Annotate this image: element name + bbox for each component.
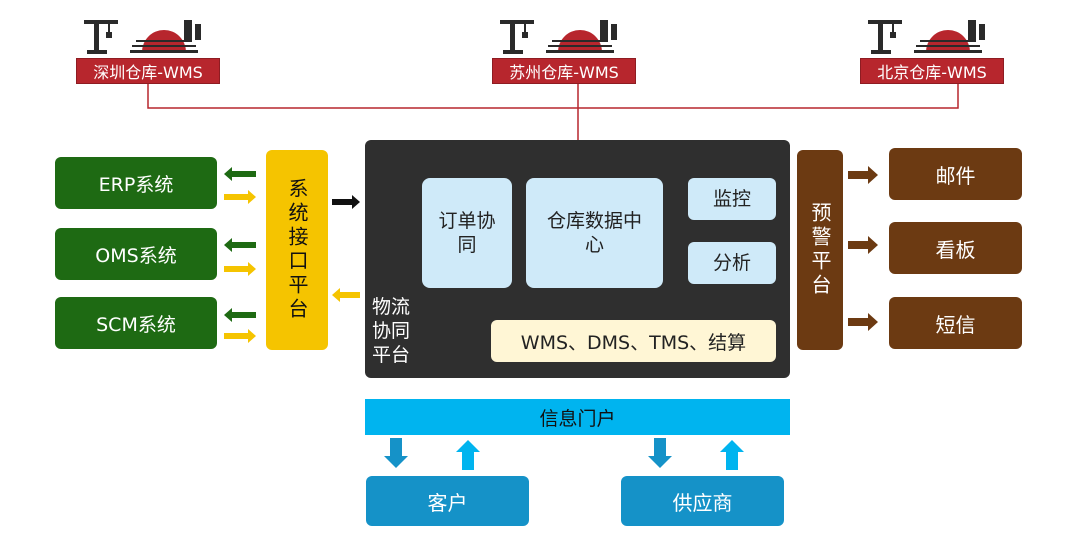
arrow-up-icon [456,440,480,470]
warehouse-label: 北京仓库-WMS [860,58,1004,84]
arrow-right-icon [224,329,256,343]
warehouse-suzhou: 苏州仓库-WMS [490,14,640,84]
logistics-platform-label: 物流协同平台 [372,296,411,366]
arrow-right-icon [848,236,878,254]
erp-system-box: ERP系统 [55,157,217,209]
dashboard-box: 看板 [889,222,1022,274]
interface-arrows [332,195,360,302]
arrow-left-icon [224,308,256,322]
warehouse-icon [84,20,201,54]
arrow-right-icon [848,313,878,331]
arrow-right-icon [332,195,360,209]
information-portal: 信息门户 [365,399,790,435]
portal-arrows [384,438,744,470]
interface-platform: 系统接口平台 [266,150,328,350]
warning-platform-label: 预警平台 [808,202,832,298]
customer-box: 客户 [366,476,529,526]
warehouse-icon [500,20,617,54]
warehouse-beijing: 北京仓库-WMS [858,14,1008,84]
monitor-box: 监控 [688,178,776,220]
arrow-down-icon [384,438,408,468]
arrow-left-icon [332,288,360,302]
modules-box: WMS、DMS、TMS、结算 [491,320,776,362]
arrow-right-icon [224,190,256,204]
order-collaboration-box: 订单协同 [422,178,512,288]
warehouse-label: 苏州仓库-WMS [492,58,636,84]
warehouse-shenzhen: 深圳仓库-WMS [74,14,224,84]
arrow-left-icon [224,238,256,252]
email-box: 邮件 [889,148,1022,200]
warehouse-label: 深圳仓库-WMS [76,58,220,84]
arrow-right-icon [848,166,878,184]
warehouse-datacenter-box: 仓库数据中心 [526,178,663,288]
arrow-down-icon [648,438,672,468]
warning-platform: 预警平台 [797,150,843,350]
analysis-box: 分析 [688,242,776,284]
arrow-right-icon [224,262,256,276]
system-arrows [224,167,256,343]
scm-system-box: SCM系统 [55,297,217,349]
warehouse-icon [868,20,985,54]
arrow-left-icon [224,167,256,181]
arrow-up-icon [720,440,744,470]
output-arrows [848,166,878,331]
sms-box: 短信 [889,297,1022,349]
interface-platform-label: 系统接口平台 [285,178,309,322]
supplier-box: 供应商 [621,476,784,526]
oms-system-box: OMS系统 [55,228,217,280]
